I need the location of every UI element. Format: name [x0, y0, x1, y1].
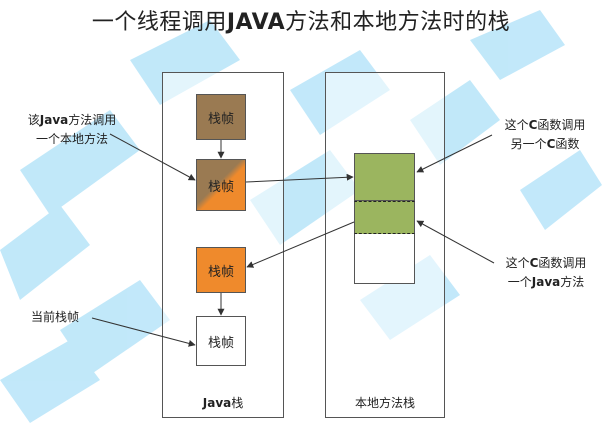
native-stack-label: 本地方法栈	[354, 396, 415, 410]
java-frame-current: 栈帧	[196, 316, 246, 366]
annotation-java-calls-native: 该Java方法调用 一个本地方法	[27, 113, 117, 146]
java-frame-3: 栈帧	[196, 247, 246, 293]
native-frame-empty	[354, 234, 415, 284]
annotation-c-calls-java: 这个C函数调用 一个Java方法	[505, 256, 587, 289]
native-frame-1	[354, 153, 415, 201]
diagram-title: 一个线程调用JAVA方法和本地方法时的栈	[91, 10, 511, 35]
native-frame-2	[354, 201, 415, 234]
java-frame-2: 栈帧	[196, 159, 246, 211]
annotation-c-calls-c: 这个C函数调用 另一个C函数	[504, 118, 586, 151]
annotation-current-frame: 当前栈帧	[31, 310, 80, 324]
java-stack-label: Java栈	[202, 396, 244, 410]
java-frame-1: 栈帧	[196, 94, 246, 140]
